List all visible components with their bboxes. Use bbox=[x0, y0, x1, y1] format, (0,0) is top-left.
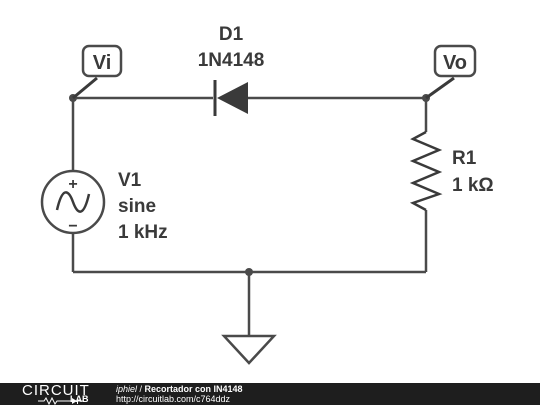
node-box-vo bbox=[433, 44, 477, 78]
circuit-title: Recortador con IN4148 bbox=[144, 384, 243, 394]
node-box-vi bbox=[81, 44, 123, 78]
source-freq-label: 1 kHz bbox=[118, 222, 168, 243]
resistor-r1[interactable] bbox=[409, 130, 443, 212]
title-separator: / bbox=[137, 384, 145, 394]
footer-title-line: iphiel / Recortador con IN4148 bbox=[116, 384, 243, 394]
source-name-label: V1 bbox=[118, 170, 142, 191]
voltage-source-v1[interactable] bbox=[40, 169, 106, 235]
junction-ground bbox=[245, 268, 253, 276]
diode-part-label: 1N4148 bbox=[198, 50, 265, 71]
source-type-label: sine bbox=[118, 196, 156, 217]
node-pointer-vi bbox=[72, 76, 98, 100]
circuitlab-logo-text: CIRCUIT bbox=[22, 382, 90, 399]
sine-wave-icon bbox=[55, 191, 91, 213]
node-tag-vi[interactable]: Vi bbox=[72, 44, 123, 100]
circuit-schematic: D1 1N4148 + − V1 sine 1 kHz R1 1 kΩ Vi V… bbox=[40, 24, 494, 365]
footer-bar: CIRCUIT LAB iphiel / Recortador con IN41… bbox=[0, 382, 540, 405]
source-plus-sign: + bbox=[68, 176, 77, 193]
diode-name-label: D1 bbox=[219, 24, 244, 45]
circuit-url-link[interactable]: http://circuitlab.com/c764ddz bbox=[116, 394, 231, 404]
resistor-value-label: 1 kΩ bbox=[452, 175, 494, 196]
node-label-vo: Vo bbox=[443, 52, 467, 74]
node-pointer-vo bbox=[425, 76, 455, 100]
resistor-name-label: R1 bbox=[452, 148, 477, 169]
diode-d1[interactable] bbox=[213, 80, 248, 116]
circuitlab-logo-icon bbox=[38, 396, 84, 405]
source-minus-sign: − bbox=[68, 218, 77, 235]
node-tag-vo[interactable]: Vo bbox=[425, 44, 477, 100]
ground-symbol bbox=[221, 334, 277, 365]
circuitlab-logo-lab: LAB bbox=[70, 394, 89, 404]
node-label-vi: Vi bbox=[93, 52, 112, 74]
diode-triangle bbox=[217, 82, 248, 114]
author-name[interactable]: iphiel bbox=[116, 384, 138, 394]
